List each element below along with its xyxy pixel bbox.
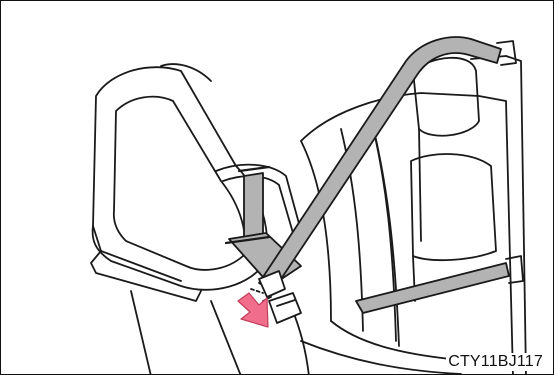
rear-seat-icon (131, 56, 526, 375)
push-down-arrow-icon (238, 289, 268, 327)
lap-belt-icon (226, 167, 301, 286)
seatbelt-icon (259, 37, 523, 313)
figure-code-label: CTY11BJ117 (446, 353, 545, 371)
